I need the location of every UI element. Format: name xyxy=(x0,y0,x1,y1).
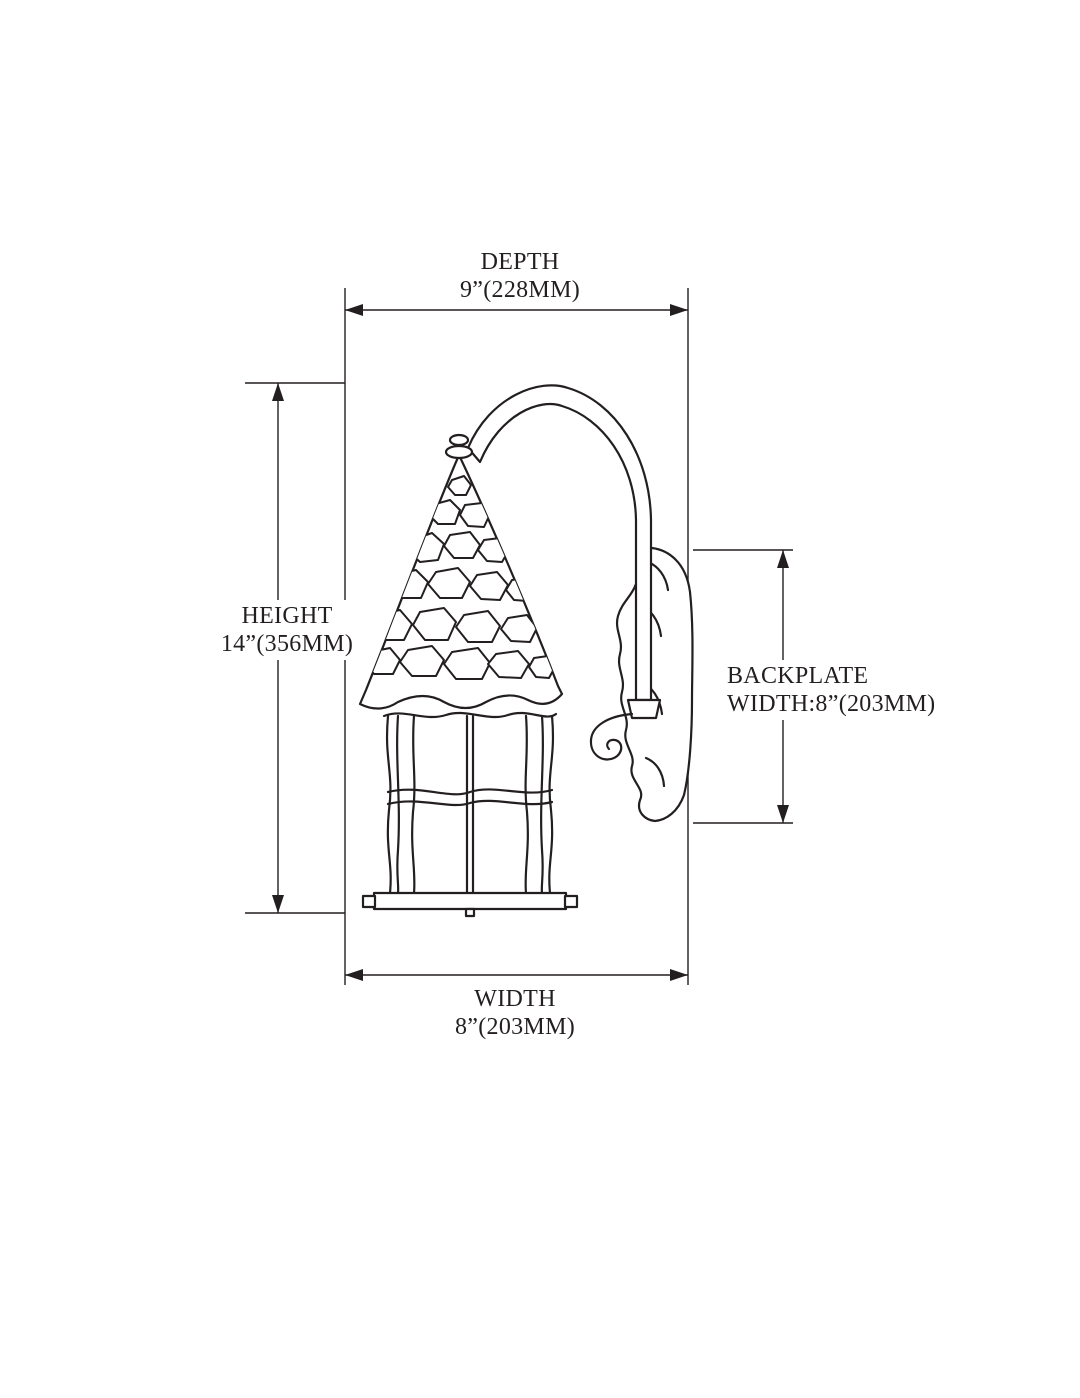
backplate-detail-4 xyxy=(644,756,666,788)
scroll-curl xyxy=(589,712,634,761)
cage-wall-right xyxy=(548,714,555,895)
depth-dimension: DEPTH 9”(228MM) xyxy=(390,248,650,304)
cage-center-knob xyxy=(464,907,476,918)
depth-dimension-label: DEPTH xyxy=(480,249,560,275)
dimension-arrowheads xyxy=(272,304,789,981)
backplate-dimension: BACKPLATE WIDTH:8”(203MM) xyxy=(723,660,936,720)
arrow-width-left xyxy=(345,969,363,981)
cage-inner-right xyxy=(540,714,544,895)
lantern-cage xyxy=(361,711,579,918)
cage-wall-left xyxy=(385,714,392,895)
backplate-dimension-label: BACKPLATE xyxy=(727,663,869,689)
arrow-backplate-top xyxy=(777,550,789,568)
arrow-height-bottom xyxy=(272,895,284,913)
cage-foot-left xyxy=(361,894,377,909)
width-dimension-value: 8”(203MM) xyxy=(454,1014,576,1040)
arrow-width-right xyxy=(670,969,688,981)
backplate-dimension-value: WIDTH:8”(203MM) xyxy=(727,691,936,717)
arm-bracket xyxy=(626,698,662,720)
arrow-height-top xyxy=(272,383,284,401)
width-dimension: WIDTH 8”(203MM) xyxy=(380,985,650,1041)
cage-bar-right xyxy=(524,714,529,895)
depth-dimension-value: 9”(228MM) xyxy=(459,277,581,303)
cage-bottom-plate xyxy=(372,891,568,911)
height-dimension-value: 14”(356MM) xyxy=(220,631,354,657)
cage-top-rim xyxy=(382,711,558,719)
width-dimension-label: WIDTH xyxy=(474,986,556,1012)
arrow-backplate-bottom xyxy=(777,805,789,823)
cobblestone-pattern xyxy=(363,475,556,680)
cage-foot-right xyxy=(563,894,579,909)
cage-mid-band-top xyxy=(386,788,554,796)
cage-mid-band-bottom xyxy=(386,799,554,807)
backplate xyxy=(616,546,694,823)
height-dimension-label: HEIGHT xyxy=(241,603,333,629)
arrow-depth-right xyxy=(670,304,688,316)
arrow-depth-left xyxy=(345,304,363,316)
cage-inner-left xyxy=(396,714,400,895)
cage-bar-left xyxy=(411,714,416,895)
height-dimension: HEIGHT 14”(356MM) xyxy=(207,600,367,660)
finial xyxy=(444,433,474,460)
